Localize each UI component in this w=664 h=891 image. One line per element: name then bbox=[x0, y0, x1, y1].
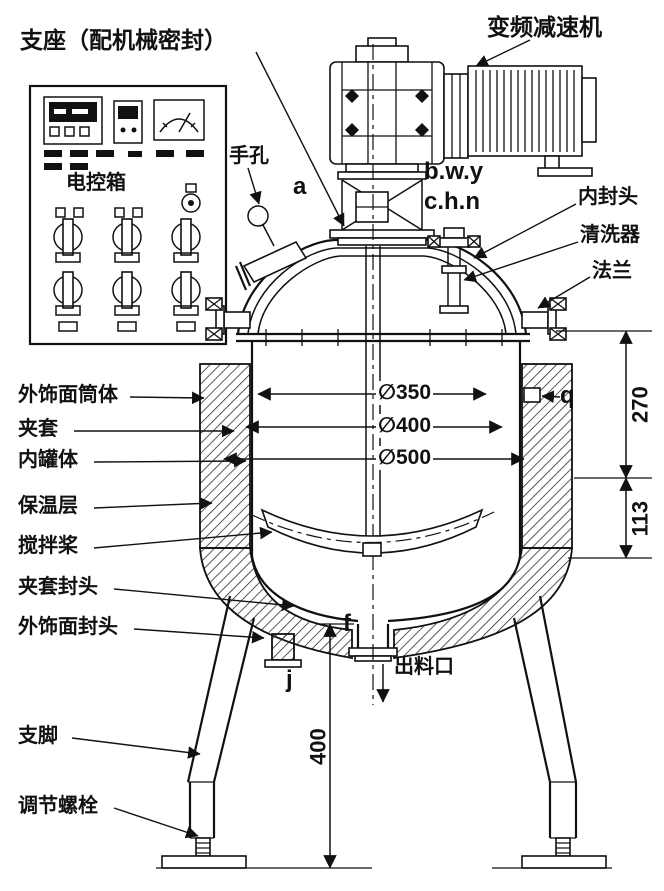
label-discharge: 出料口 bbox=[394, 656, 454, 678]
hand-hole-drawing bbox=[234, 205, 308, 291]
knob-icon bbox=[181, 183, 201, 213]
label-vfd-reducer: 变频减速机 bbox=[487, 14, 602, 40]
label-legs: 支脚 bbox=[18, 725, 58, 747]
label-control-box: 电控箱 bbox=[66, 172, 126, 194]
stand-seal-drawing bbox=[329, 163, 435, 246]
fuse-icons bbox=[58, 321, 196, 332]
label-flange: 法兰 bbox=[592, 260, 632, 282]
leader-lines bbox=[71, 39, 591, 839]
switch-icons-row1 bbox=[53, 218, 201, 263]
motor-drawing bbox=[443, 65, 597, 177]
dim-diameter-500: ∅500 bbox=[376, 446, 434, 471]
control-box-drawing bbox=[28, 84, 228, 346]
lamp-icons bbox=[55, 207, 143, 218]
paddle bbox=[260, 508, 484, 554]
label-cleaner: 清洗器 bbox=[580, 224, 640, 246]
label-point-a: a bbox=[293, 173, 307, 200]
dimension-lines bbox=[156, 330, 652, 869]
label-insulation: 保温层 bbox=[18, 495, 78, 517]
label-hand-hole: 手孔 bbox=[229, 145, 269, 167]
panel-display-icon bbox=[43, 96, 103, 145]
dim-diameter-350: ∅350 bbox=[376, 381, 434, 406]
drain-pipe bbox=[271, 633, 295, 661]
label-inner-tank: 内罐体 bbox=[18, 449, 78, 471]
label-point-f: f bbox=[343, 610, 351, 637]
label-inner-head: 内封头 bbox=[578, 186, 638, 208]
switch-icons-row2 bbox=[53, 271, 201, 316]
label-support-seal: 支座（配机械密封） bbox=[20, 27, 227, 53]
label-outer-shell: 外饰面筒体 bbox=[18, 384, 118, 406]
jacket-hatch-left bbox=[199, 363, 251, 549]
label-point-j: j bbox=[286, 666, 293, 693]
jacket-head-hatch-left bbox=[199, 547, 353, 660]
gearbox-drawing bbox=[329, 37, 445, 165]
panel-indicator-icon bbox=[113, 100, 143, 144]
dim-height-270: 270 bbox=[627, 386, 653, 424]
panel-meter-icon bbox=[153, 99, 205, 141]
label-adjust-bolt: 调节螺栓 bbox=[18, 795, 98, 817]
terminal-strip bbox=[44, 150, 204, 170]
label-jacket: 夹套 bbox=[18, 418, 58, 440]
foot-plate-left bbox=[161, 855, 247, 869]
jacket-nozzle-left bbox=[205, 297, 251, 341]
dim-diameter-400: ∅400 bbox=[376, 414, 434, 439]
legs-drawing bbox=[161, 595, 607, 869]
foot-plate-right bbox=[521, 855, 607, 869]
drain-flange bbox=[264, 659, 302, 668]
label-point-q: q bbox=[560, 382, 575, 409]
label-point-chn: c.h.n bbox=[424, 188, 481, 215]
dim-height-400: 400 bbox=[305, 728, 331, 766]
agitator-drawing bbox=[249, 44, 495, 705]
mid-head-line bbox=[247, 247, 517, 335]
cleaner-drawing bbox=[427, 227, 481, 314]
label-outer-head: 外饰面封头 bbox=[18, 616, 118, 638]
port-q bbox=[523, 387, 541, 403]
dim-height-113: 113 bbox=[627, 500, 653, 537]
label-agitator: 搅拌桨 bbox=[18, 535, 78, 557]
inner-head-line bbox=[257, 255, 507, 335]
label-point-bwy: b.w.y bbox=[424, 158, 484, 185]
label-jacket-head: 夹套封头 bbox=[18, 576, 98, 598]
